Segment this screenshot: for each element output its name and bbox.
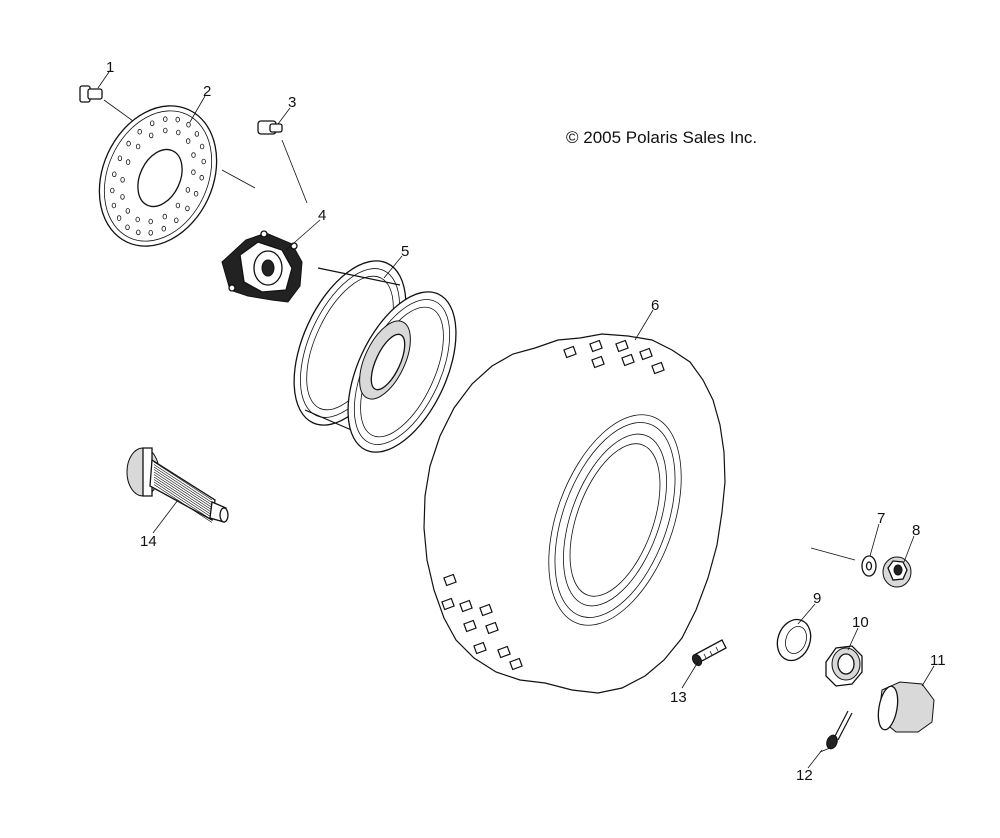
part-14-spindle xyxy=(126,447,229,523)
copyright-notice: © 2005 Polaris Sales Inc. xyxy=(566,128,758,147)
part-3-stud xyxy=(257,120,308,204)
callout-10: 10 xyxy=(852,614,869,631)
part-10-castle-nut xyxy=(825,645,863,687)
part-13-valve-stem xyxy=(691,639,727,667)
callout-4: 4 xyxy=(318,207,326,224)
callout-5: 5 xyxy=(401,243,409,260)
part-4-hub xyxy=(221,230,303,303)
callout-8: 8 xyxy=(912,522,920,539)
callout-3: 3 xyxy=(288,94,296,111)
part-1-bolt xyxy=(79,85,134,122)
callout-9: 9 xyxy=(813,590,821,607)
leader-lines xyxy=(97,71,935,769)
callout-1: 1 xyxy=(106,59,114,76)
callout-14: 14 xyxy=(140,533,157,550)
callout-2: 2 xyxy=(203,83,211,100)
callouts: 1 2 3 4 5 6 7 8 9 10 11 12 13 14 xyxy=(106,59,946,784)
part-8-flange-nut xyxy=(882,556,912,588)
callout-12: 12 xyxy=(796,767,813,784)
callout-11: 11 xyxy=(930,652,946,669)
part-5-rim xyxy=(293,260,457,453)
part-11-dust-cap xyxy=(877,681,935,733)
part-2-brake-disc xyxy=(98,105,256,247)
callout-6: 6 xyxy=(651,297,659,314)
part-7-washer xyxy=(810,547,877,577)
part-9-large-washer xyxy=(776,618,812,662)
part-6-tire xyxy=(423,333,726,694)
callout-13: 13 xyxy=(670,689,687,706)
part-12-cotter-pin xyxy=(819,710,853,753)
callout-7: 7 xyxy=(877,510,885,527)
